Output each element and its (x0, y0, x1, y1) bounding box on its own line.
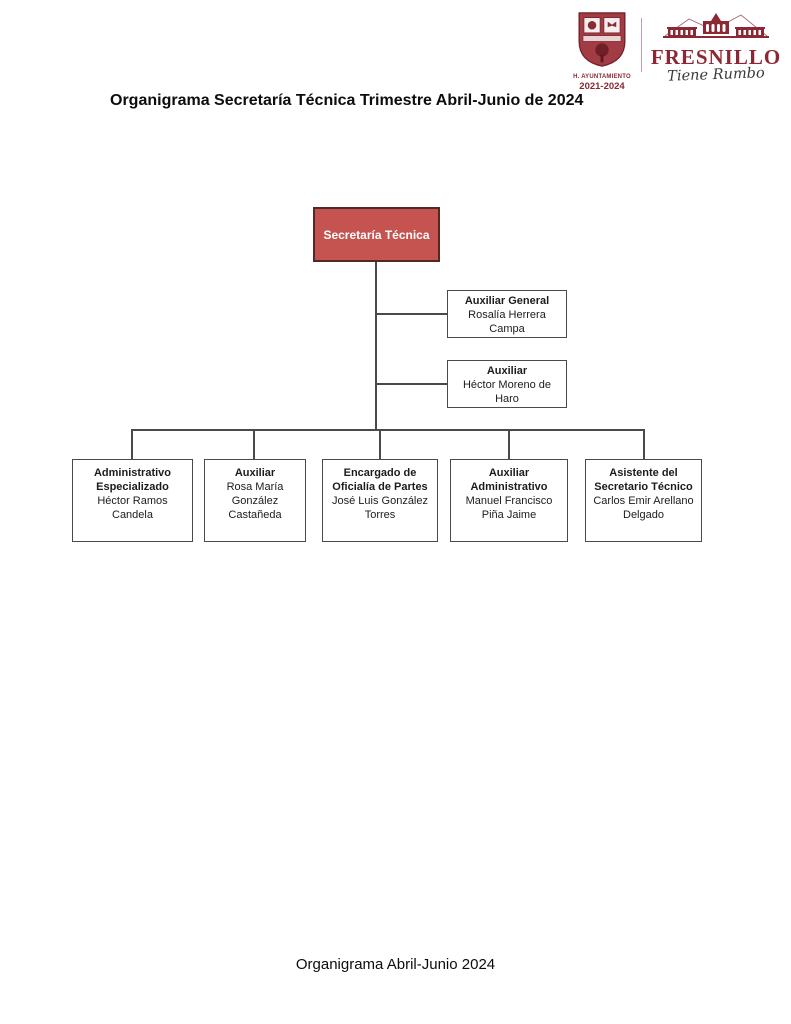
node-person: Rosalía Herrera Campa (468, 309, 546, 335)
header-divider (641, 18, 642, 72)
fresnillo-landmark-icon (663, 13, 769, 38)
org-node-auxiliar-2: Auxiliar Rosa María González Castañeda (204, 459, 306, 542)
node-title: Administrativo Especializado (93, 467, 171, 493)
connector-line (377, 383, 447, 385)
connector-line (379, 431, 381, 459)
crest-shield-icon (578, 12, 626, 67)
connector-line (643, 431, 645, 459)
node-title: Asistente del Secretario Técnico (594, 467, 693, 493)
org-node-administrativo-especializado: Administrativo Especializado Héctor Ramo… (72, 459, 193, 542)
city-crest: H. AYUNTAMIENTO 2021-2024 (570, 11, 634, 92)
node-person: Héctor Moreno de Haro (462, 379, 552, 405)
connector-line (253, 431, 255, 459)
crest-years-label: 2021-2024 (579, 81, 625, 92)
brand-tagline: Tiene Rumbo (667, 65, 765, 85)
crest-org-label: H. AYUNTAMIENTO (573, 74, 631, 80)
org-node-auxiliar-administrativo: Auxiliar Administrativo Manuel Francisco… (450, 459, 568, 542)
fresnillo-brand: FRESNILLO Tiene Rumbo (650, 12, 782, 85)
node-title: Secretaría Técnica (323, 227, 430, 242)
node-title: Auxiliar Administrativo (470, 467, 548, 493)
node-person: José Luis González Torres (332, 495, 428, 521)
page-title: Organigrama Secretaría Técnica Trimestre… (110, 92, 584, 109)
org-node-asistente-secretario: Asistente del Secretario Técnico Carlos … (585, 459, 702, 542)
node-title: Auxiliar (234, 467, 276, 479)
connector-line (131, 429, 645, 431)
node-person: Rosa María González Castañeda (226, 481, 284, 521)
org-node-auxiliar: Auxiliar Héctor Moreno de Haro (447, 360, 567, 408)
connector-line (131, 431, 133, 459)
brand-wordmark: FRESNILLO (650, 45, 782, 69)
node-person: Carlos Emir Arellano Delgado (593, 495, 694, 521)
node-person: Manuel Francisco Piña Jaime (465, 495, 553, 521)
org-node-root: Secretaría Técnica (313, 207, 440, 262)
connector-line (375, 262, 377, 430)
node-person: Héctor Ramos Candela (97, 495, 168, 521)
connector-line (508, 431, 510, 459)
node-title: Encargado de Oficialía de Partes (332, 467, 428, 493)
connector-line (377, 313, 447, 315)
node-title: Auxiliar General (464, 295, 550, 307)
org-node-auxiliar-general: Auxiliar General Rosalía Herrera Campa (447, 290, 567, 338)
org-node-oficialia-partes: Encargado de Oficialía de Partes José Lu… (322, 459, 438, 542)
node-title: Auxiliar (486, 365, 528, 377)
page-footer: Organigrama Abril-Junio 2024 (295, 956, 496, 973)
